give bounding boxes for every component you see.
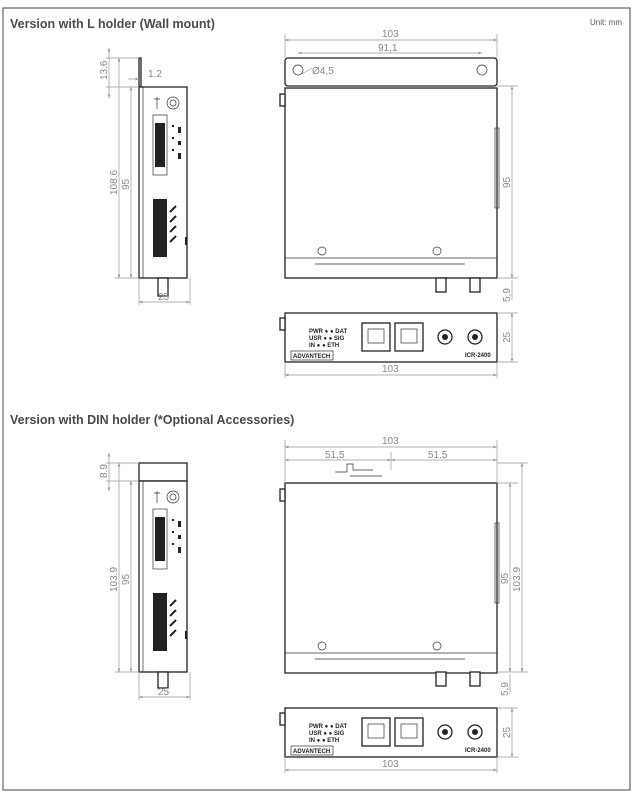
section-din-holder: Version with DIN holder (*Optional Acces…: [10, 413, 528, 773]
dim-thickness: 1.2: [148, 69, 162, 80]
section-title: Version with L holder (Wall mount): [10, 17, 215, 31]
dim-half-left: 51.5: [325, 450, 345, 461]
dim-half-right: 51.5: [428, 450, 448, 461]
bottom-view: ADVANTECH ICR-2400 103 25: [279, 707, 518, 773]
dim-depth: 25: [502, 726, 513, 738]
dim-body-height: 95: [121, 178, 132, 190]
dim-width: 103: [382, 364, 399, 375]
section-l-holder: Version with L holder (Wall mount) 13.6 …: [10, 17, 518, 378]
bottom-view: ADVANTECH ICR-2400 103 25: [279, 312, 518, 378]
dim-connector: 5,9: [502, 288, 513, 302]
dim-total-height: 103.9: [512, 567, 523, 592]
section-title: Version with DIN holder (*Optional Acces…: [10, 413, 294, 427]
dim-hole-spacing: 91,1: [378, 43, 398, 54]
dim-hole-diameter: Ø4,5: [312, 66, 334, 77]
dim-body-height: 95: [121, 573, 132, 585]
model-label: ICR-2400: [465, 353, 491, 359]
dim-holder-height: 13.6: [99, 60, 110, 80]
dim-height: 95: [502, 176, 513, 188]
front-view: 103 51.5 51.5 95 103.9 5,9: [279, 436, 528, 696]
model-label: ICR-2400: [465, 748, 491, 754]
dim-holder-height: 8.9: [99, 464, 110, 478]
dim-width: 25: [158, 292, 170, 303]
dim-total-height: 108.6: [109, 170, 120, 195]
dim-width: 103: [382, 29, 399, 40]
dim-height: 95: [500, 572, 511, 584]
dim-connector: 5,9: [500, 682, 511, 696]
drawing-frame: [2, 7, 631, 791]
side-view: 13.6 108.6 95 1.2 25: [99, 48, 191, 305]
front-view: 103 91,1 Ø4,5 95 5,9: [279, 29, 518, 302]
dim-depth: 25: [502, 331, 513, 343]
brand-logo: ADVANTECH: [293, 749, 330, 755]
unit-label: Unit: mm: [590, 18, 622, 27]
dim-width: 103: [382, 436, 399, 447]
dim-width: 25: [158, 687, 170, 698]
side-view: 8.9 103.9 95 25: [99, 453, 191, 700]
dim-total-height: 103.9: [109, 567, 120, 592]
dim-width: 103: [382, 759, 399, 770]
brand-logo: ADVANTECH: [293, 354, 330, 360]
